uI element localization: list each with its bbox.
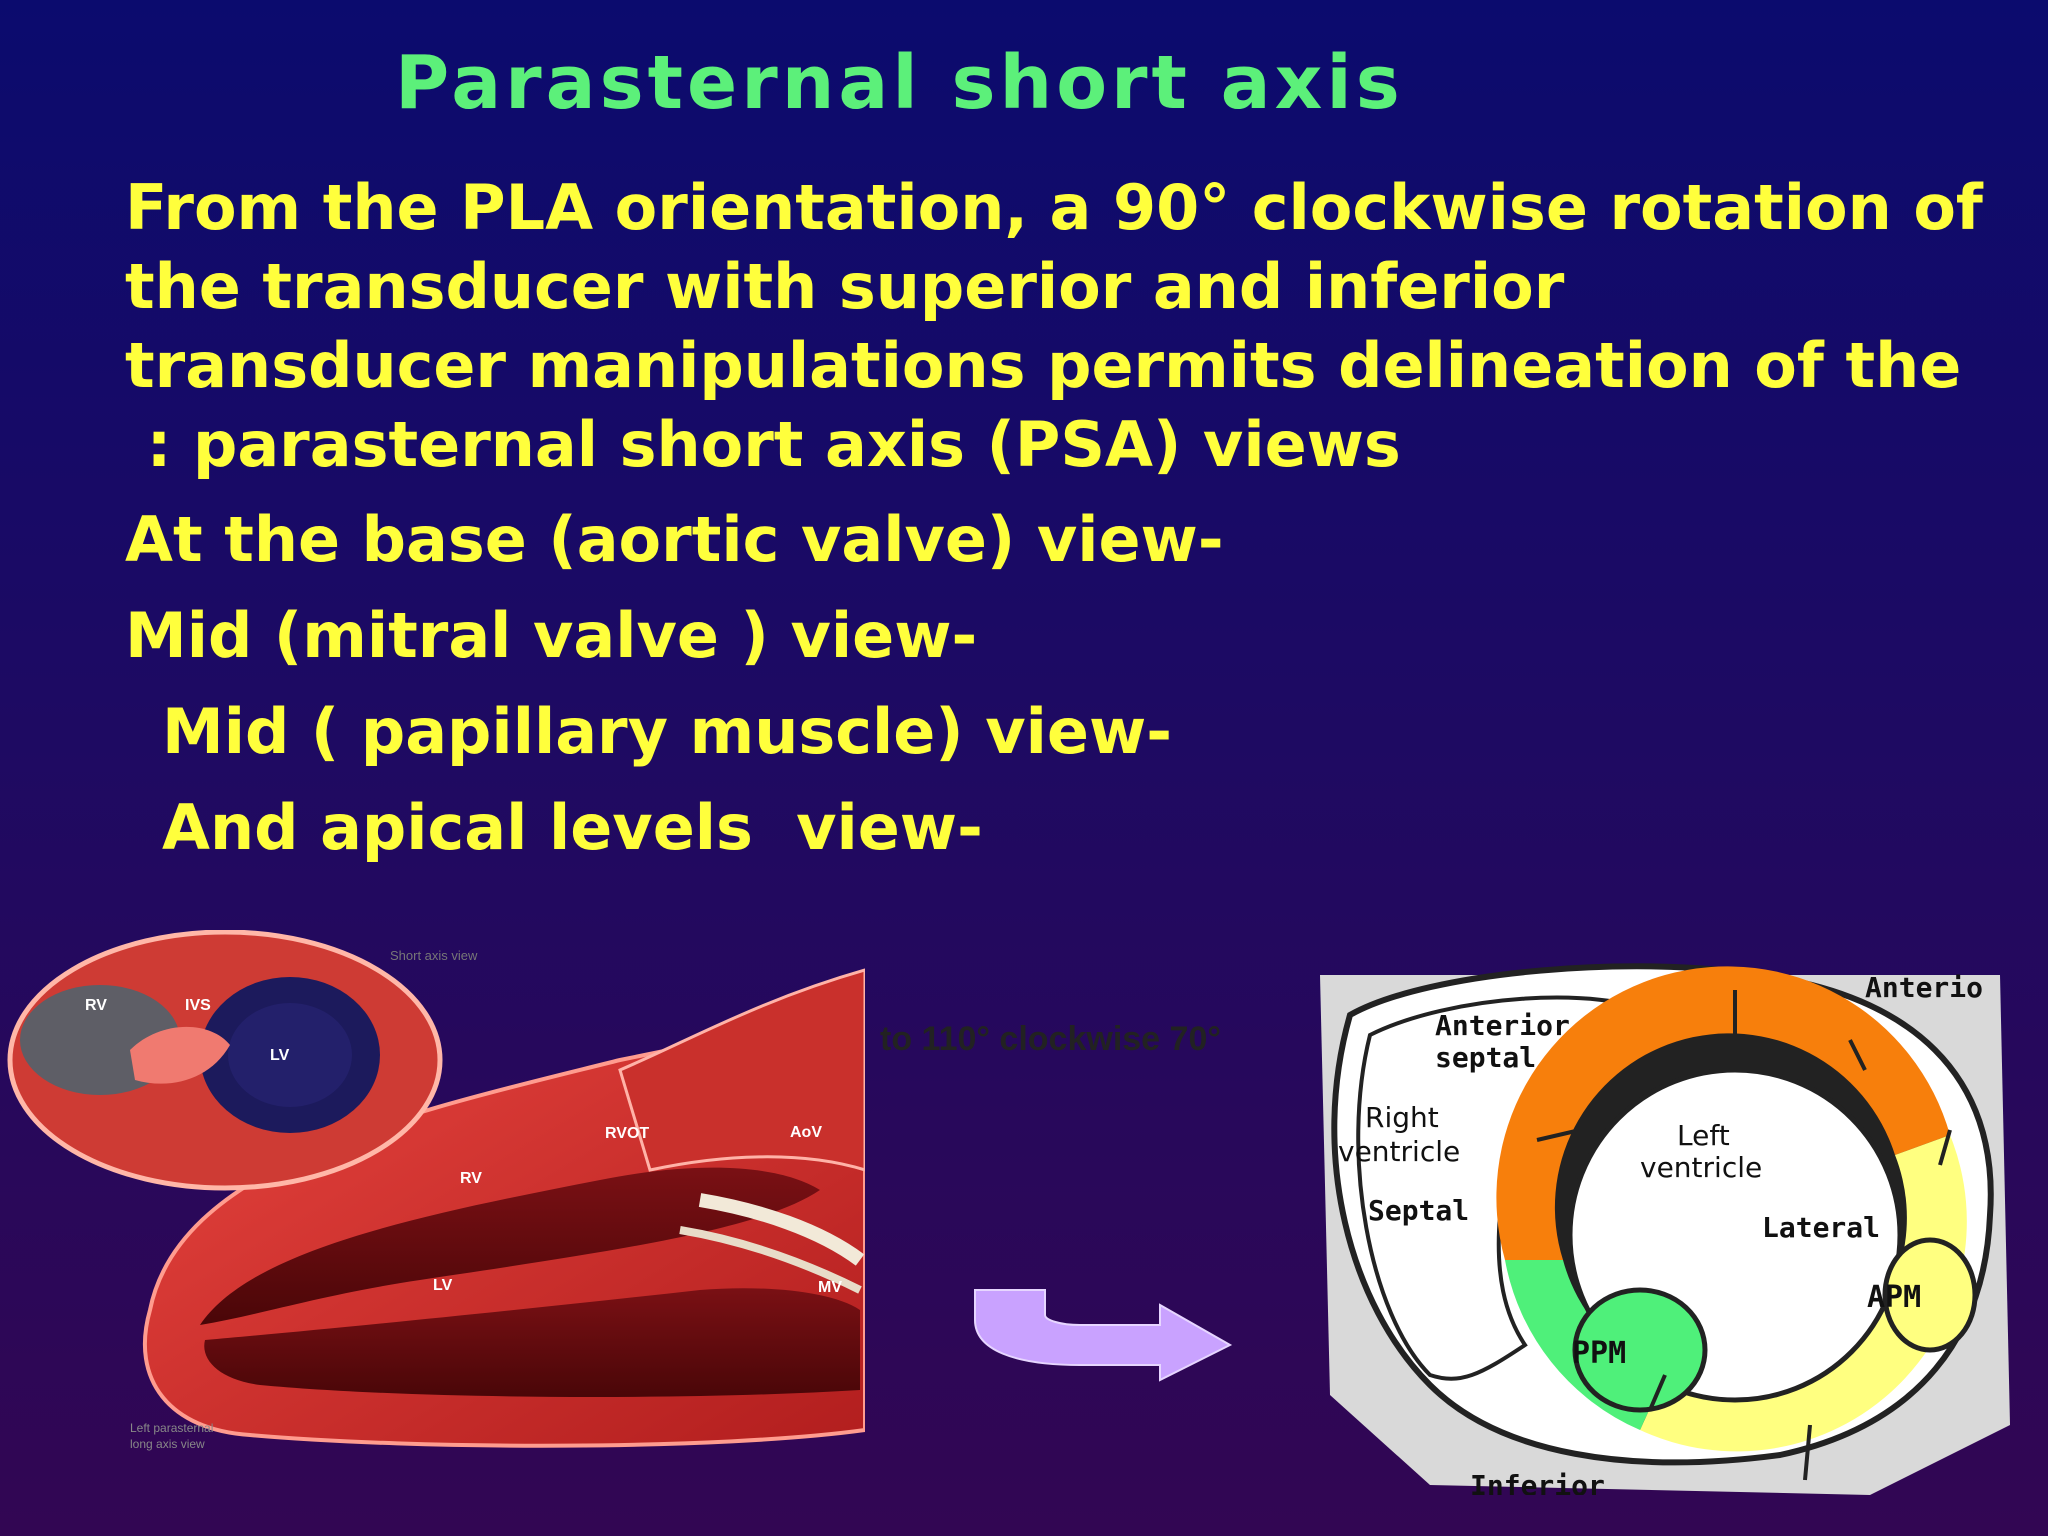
- label-anterior-septal-1: Anterior: [1435, 1009, 1570, 1042]
- bullet-mitral-view: Mid (mitral valve ) view-: [125, 599, 978, 672]
- label-lateral: Lateral: [1762, 1211, 1880, 1244]
- rotation-label: to 110° clockwise 70°: [880, 1020, 1221, 1058]
- label-anterior: Anterio: [1865, 971, 1983, 1004]
- label-rv-bottom: RV: [460, 1170, 482, 1187]
- label-apm: APM: [1867, 1280, 1921, 1315]
- bullet-papillary-view: Mid ( papillary muscle) view-: [162, 695, 1172, 768]
- bullet-apical-view: And apical levels view-: [162, 791, 983, 864]
- label-mv: MV: [818, 1279, 842, 1296]
- label-ivs: IVS: [185, 997, 211, 1014]
- caption-short-axis: Short axis view: [390, 948, 478, 963]
- paragraph-line: the transducer with superior and inferio…: [125, 250, 1565, 323]
- label-aov: AoV: [790, 1124, 822, 1141]
- intro-paragraph: From the PLA orientation, a 90° clockwis…: [125, 168, 1983, 484]
- bullet-base-view: At the base (aortic valve) view-: [125, 503, 1224, 576]
- label-right-ventricle-1: Right: [1365, 1101, 1439, 1134]
- label-septal: Septal: [1368, 1194, 1469, 1227]
- paragraph-line: From the PLA orientation, a 90° clockwis…: [125, 171, 1983, 244]
- label-lv-bottom: LV: [433, 1277, 453, 1294]
- label-rv-top: RV: [85, 997, 107, 1014]
- label-left-ventricle-2: ventricle: [1640, 1151, 1762, 1184]
- label-inferior: Inferior: [1470, 1469, 1605, 1495]
- caption-left-parasternal: Left parasternal: [130, 1421, 213, 1435]
- paragraph-line: : parasternal short axis (PSA) views: [125, 408, 1401, 481]
- label-lv-top: LV: [270, 1047, 290, 1064]
- label-left-ventricle-1: Left: [1677, 1119, 1730, 1152]
- paragraph-line: transducer manipulations permits delinea…: [125, 329, 1962, 402]
- slide-title: Parasternal short axis: [395, 40, 1404, 126]
- label-anterior-septal-2: septal: [1435, 1041, 1536, 1074]
- label-right-ventricle-2: ventricle: [1338, 1135, 1460, 1168]
- caption-long-axis: long axis view: [130, 1437, 205, 1451]
- short-axis-segment-diagram: Anterio Anterior septal Right ventricle …: [1320, 963, 2010, 1495]
- rotation-arrow-icon: [974, 1289, 1233, 1382]
- label-ppm: PPM: [1572, 1336, 1626, 1371]
- heart-anatomy-illustration: RV IVS LV RVOT AoV RV LV MV Short axis v…: [7, 930, 865, 1451]
- label-rvot: RVOT: [605, 1125, 649, 1142]
